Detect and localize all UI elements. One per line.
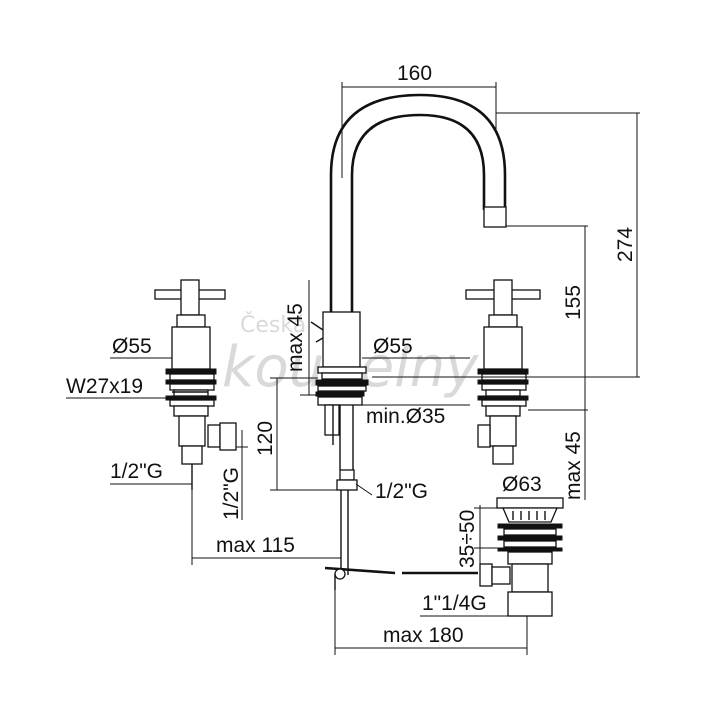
label-max-45-center: max 45: [284, 303, 307, 372]
label-max-45-right: max 45: [562, 431, 585, 500]
label-conn-left-h: 1/2"G: [110, 460, 163, 483]
label-waste-dia: Ø63: [502, 473, 542, 496]
label-shank-height: 120: [254, 421, 277, 456]
label-thread: W27x19: [66, 375, 143, 398]
spout-body: [310, 311, 396, 590]
spout: [329, 93, 507, 312]
watermark-line1: Česká: [240, 312, 306, 338]
left-valve: [154, 279, 237, 490]
label-min-hole: min.Ø35: [366, 405, 445, 428]
label-waste-range: 35÷50: [456, 510, 479, 568]
label-dia-55-center: Ø55: [373, 335, 413, 358]
label-conn-left-v: 1/2"G: [220, 467, 243, 520]
label-spout-height: 155: [562, 285, 585, 320]
right-valve: [465, 279, 541, 465]
label-dia-55-left: Ø55: [112, 335, 152, 358]
label-max-180: max 180: [383, 624, 464, 647]
label-conn-center: 1/2"G: [375, 480, 428, 503]
dimension-labels: 160 274 155 max 45 max 45 Ø55 Ø55 W27x19…: [66, 62, 637, 647]
label-total-height: 274: [614, 227, 637, 262]
pop-up-waste: [402, 497, 564, 617]
label-max-115: max 115: [216, 534, 295, 557]
label-waste-thread: 1"1/4G: [422, 592, 487, 615]
label-spout-reach: 160: [397, 62, 432, 85]
dimension-lines: [66, 82, 640, 655]
